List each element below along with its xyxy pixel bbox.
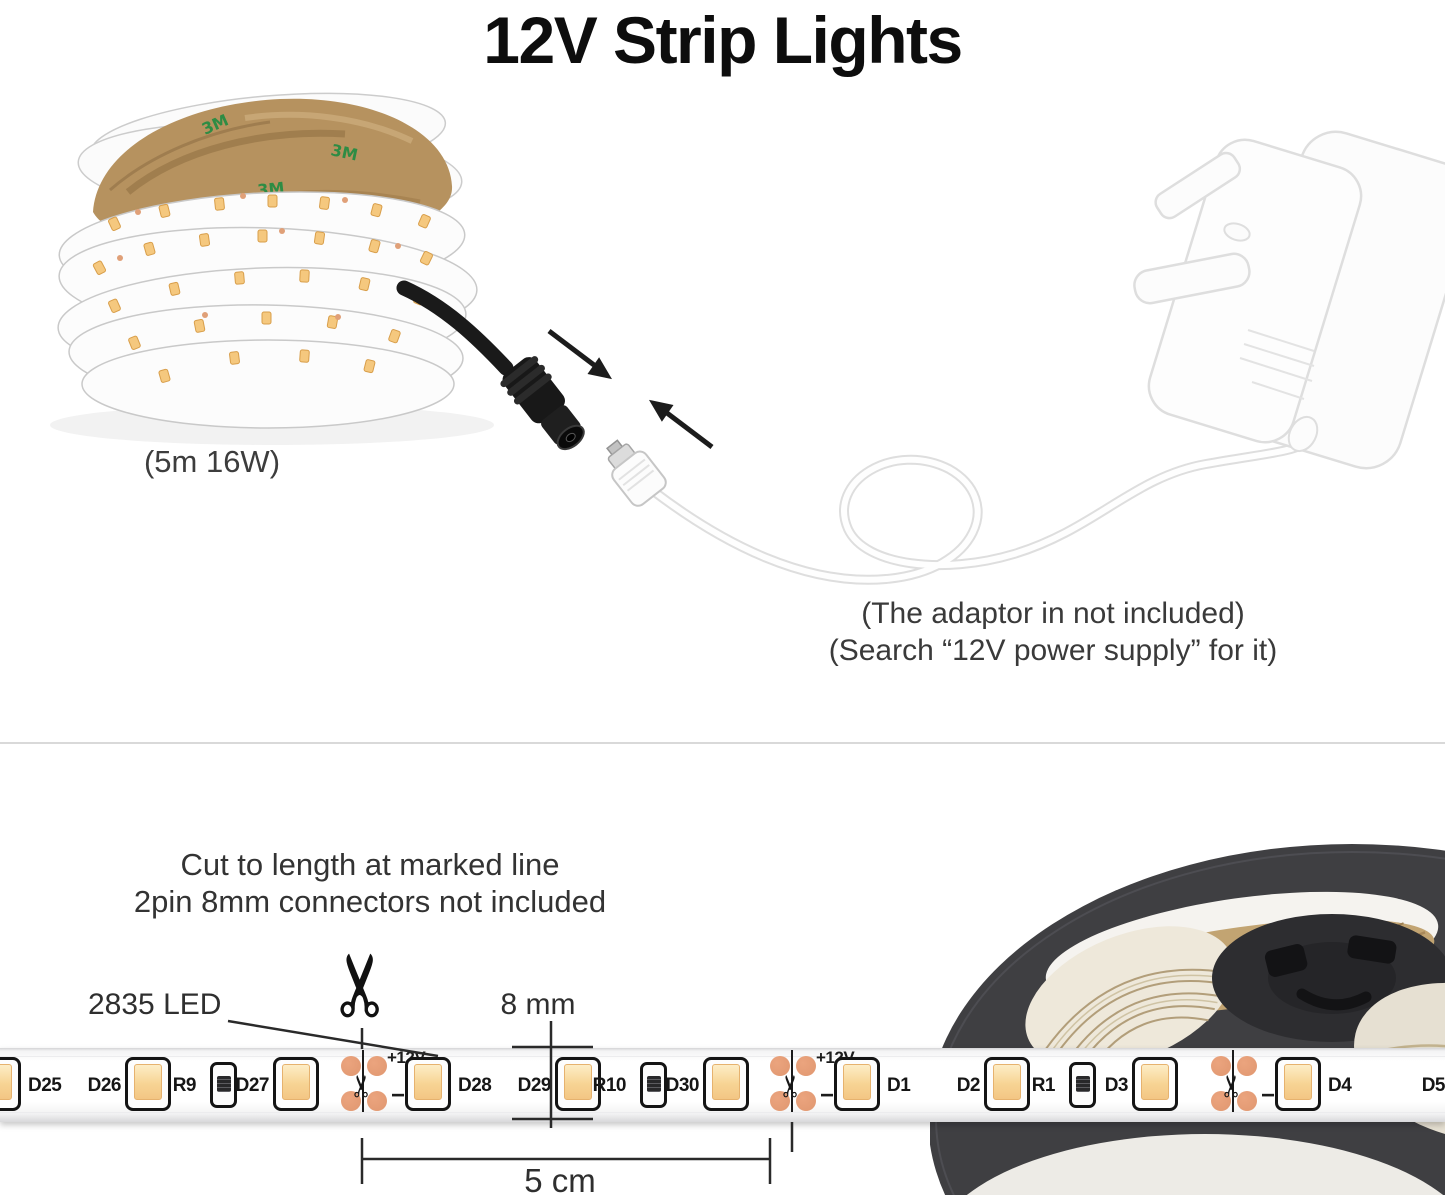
led-chip xyxy=(134,1064,162,1100)
led-package xyxy=(405,1057,451,1111)
coil-led-chips xyxy=(92,194,433,383)
solder-pad xyxy=(796,1056,816,1076)
resistor-package xyxy=(1069,1062,1096,1108)
led-chip xyxy=(843,1064,871,1100)
led-chip xyxy=(1141,1064,1169,1100)
coil-caption: (5m 16W) xyxy=(143,444,281,479)
section-divider xyxy=(0,742,1445,744)
led-package xyxy=(0,1057,21,1111)
cut-length-label: 5 cm xyxy=(524,1162,596,1195)
component-label: D1 xyxy=(887,1075,911,1096)
resistor-chip xyxy=(1075,1076,1090,1092)
component-label: D27 xyxy=(235,1075,270,1096)
negative-label: − xyxy=(1261,1082,1276,1109)
coil-solder-dots xyxy=(117,193,401,320)
cut-line xyxy=(362,1050,364,1112)
component-label: D26 xyxy=(87,1075,122,1096)
component-label: D30 xyxy=(665,1075,700,1096)
component-label: D29 xyxy=(517,1075,552,1096)
component-label: R9 xyxy=(172,1075,197,1096)
led-package xyxy=(834,1057,880,1111)
adapter-note-line2: (Search “12V power supply” for it) xyxy=(828,634,1278,667)
dc-female-connector xyxy=(500,356,585,451)
dc-male-plug xyxy=(606,439,667,507)
resistor-chip xyxy=(646,1076,661,1092)
led-chip xyxy=(564,1064,592,1100)
negative-label: − xyxy=(820,1082,835,1109)
solder-pad xyxy=(796,1091,816,1111)
solder-pad xyxy=(1237,1091,1257,1111)
led-package xyxy=(703,1057,749,1111)
solder-pad xyxy=(367,1091,387,1111)
reel-lower-winding xyxy=(966,1134,1444,1195)
scissors-icon: ✂ xyxy=(774,1073,809,1099)
led-chip xyxy=(712,1064,740,1100)
led-package xyxy=(273,1057,319,1111)
connect-arrow-down-icon xyxy=(547,329,613,380)
led-chip xyxy=(282,1064,310,1100)
component-label: D3 xyxy=(1104,1075,1129,1096)
adapter-note-line1: (The adaptor in not included) xyxy=(861,597,1245,630)
resistor-chip xyxy=(216,1076,231,1092)
resistor-package xyxy=(640,1062,667,1108)
uk-plug-adapter xyxy=(1133,130,1445,470)
component-label: D5 xyxy=(1421,1075,1445,1096)
solder-pad xyxy=(1211,1091,1231,1111)
page-title: 12V Strip Lights xyxy=(483,3,963,77)
solder-pad xyxy=(1211,1056,1231,1076)
led-type-label: 2835 LED xyxy=(88,988,222,1021)
led-chip xyxy=(993,1064,1021,1100)
reel-wound-strip-window xyxy=(1025,926,1235,1071)
cut-line xyxy=(1232,1050,1234,1112)
component-label: D4 xyxy=(1328,1075,1352,1096)
cut-instruction-line2: 2pin 8mm connectors not included xyxy=(133,884,607,919)
led-chip xyxy=(414,1064,442,1100)
negative-label: − xyxy=(391,1082,406,1109)
strip-width-label: 8 mm xyxy=(500,988,576,1021)
led-chip xyxy=(0,1064,12,1100)
led-package xyxy=(125,1057,171,1111)
top-artwork: 3M 3M 3M 3M xyxy=(50,92,1445,585)
strip-power-cable xyxy=(396,280,514,376)
led-package xyxy=(1132,1057,1178,1111)
component-label: D2 xyxy=(956,1075,981,1096)
led-chip xyxy=(1284,1064,1312,1100)
resistor-package xyxy=(210,1062,237,1108)
plug-earth-pin xyxy=(1154,151,1242,220)
cut-line xyxy=(791,1050,793,1112)
solder-pad xyxy=(341,1056,361,1076)
solder-pad xyxy=(770,1091,790,1111)
scissors-icon: ✂ xyxy=(345,1073,380,1099)
component-label: D25 xyxy=(28,1075,62,1096)
component-label: D28 xyxy=(458,1075,492,1096)
led-package xyxy=(984,1057,1030,1111)
solder-pad xyxy=(770,1056,790,1076)
solder-pad xyxy=(367,1056,387,1076)
component-label: R1 xyxy=(1031,1075,1056,1096)
led-package xyxy=(1275,1057,1321,1111)
cut-instruction-line1: Cut to length at marked line xyxy=(180,847,560,882)
adapter-cable xyxy=(647,438,1310,585)
solder-pad xyxy=(1237,1056,1257,1076)
component-label: R10 xyxy=(592,1075,627,1096)
plug-live-pin xyxy=(1133,252,1251,305)
connect-arrow-up-icon xyxy=(648,399,714,449)
solder-pad xyxy=(341,1091,361,1111)
led-package xyxy=(555,1057,601,1111)
scissors-icon: ✂ xyxy=(1215,1073,1250,1099)
scissors-icon: ✂ xyxy=(312,948,412,1022)
reel-image xyxy=(930,844,1445,1195)
